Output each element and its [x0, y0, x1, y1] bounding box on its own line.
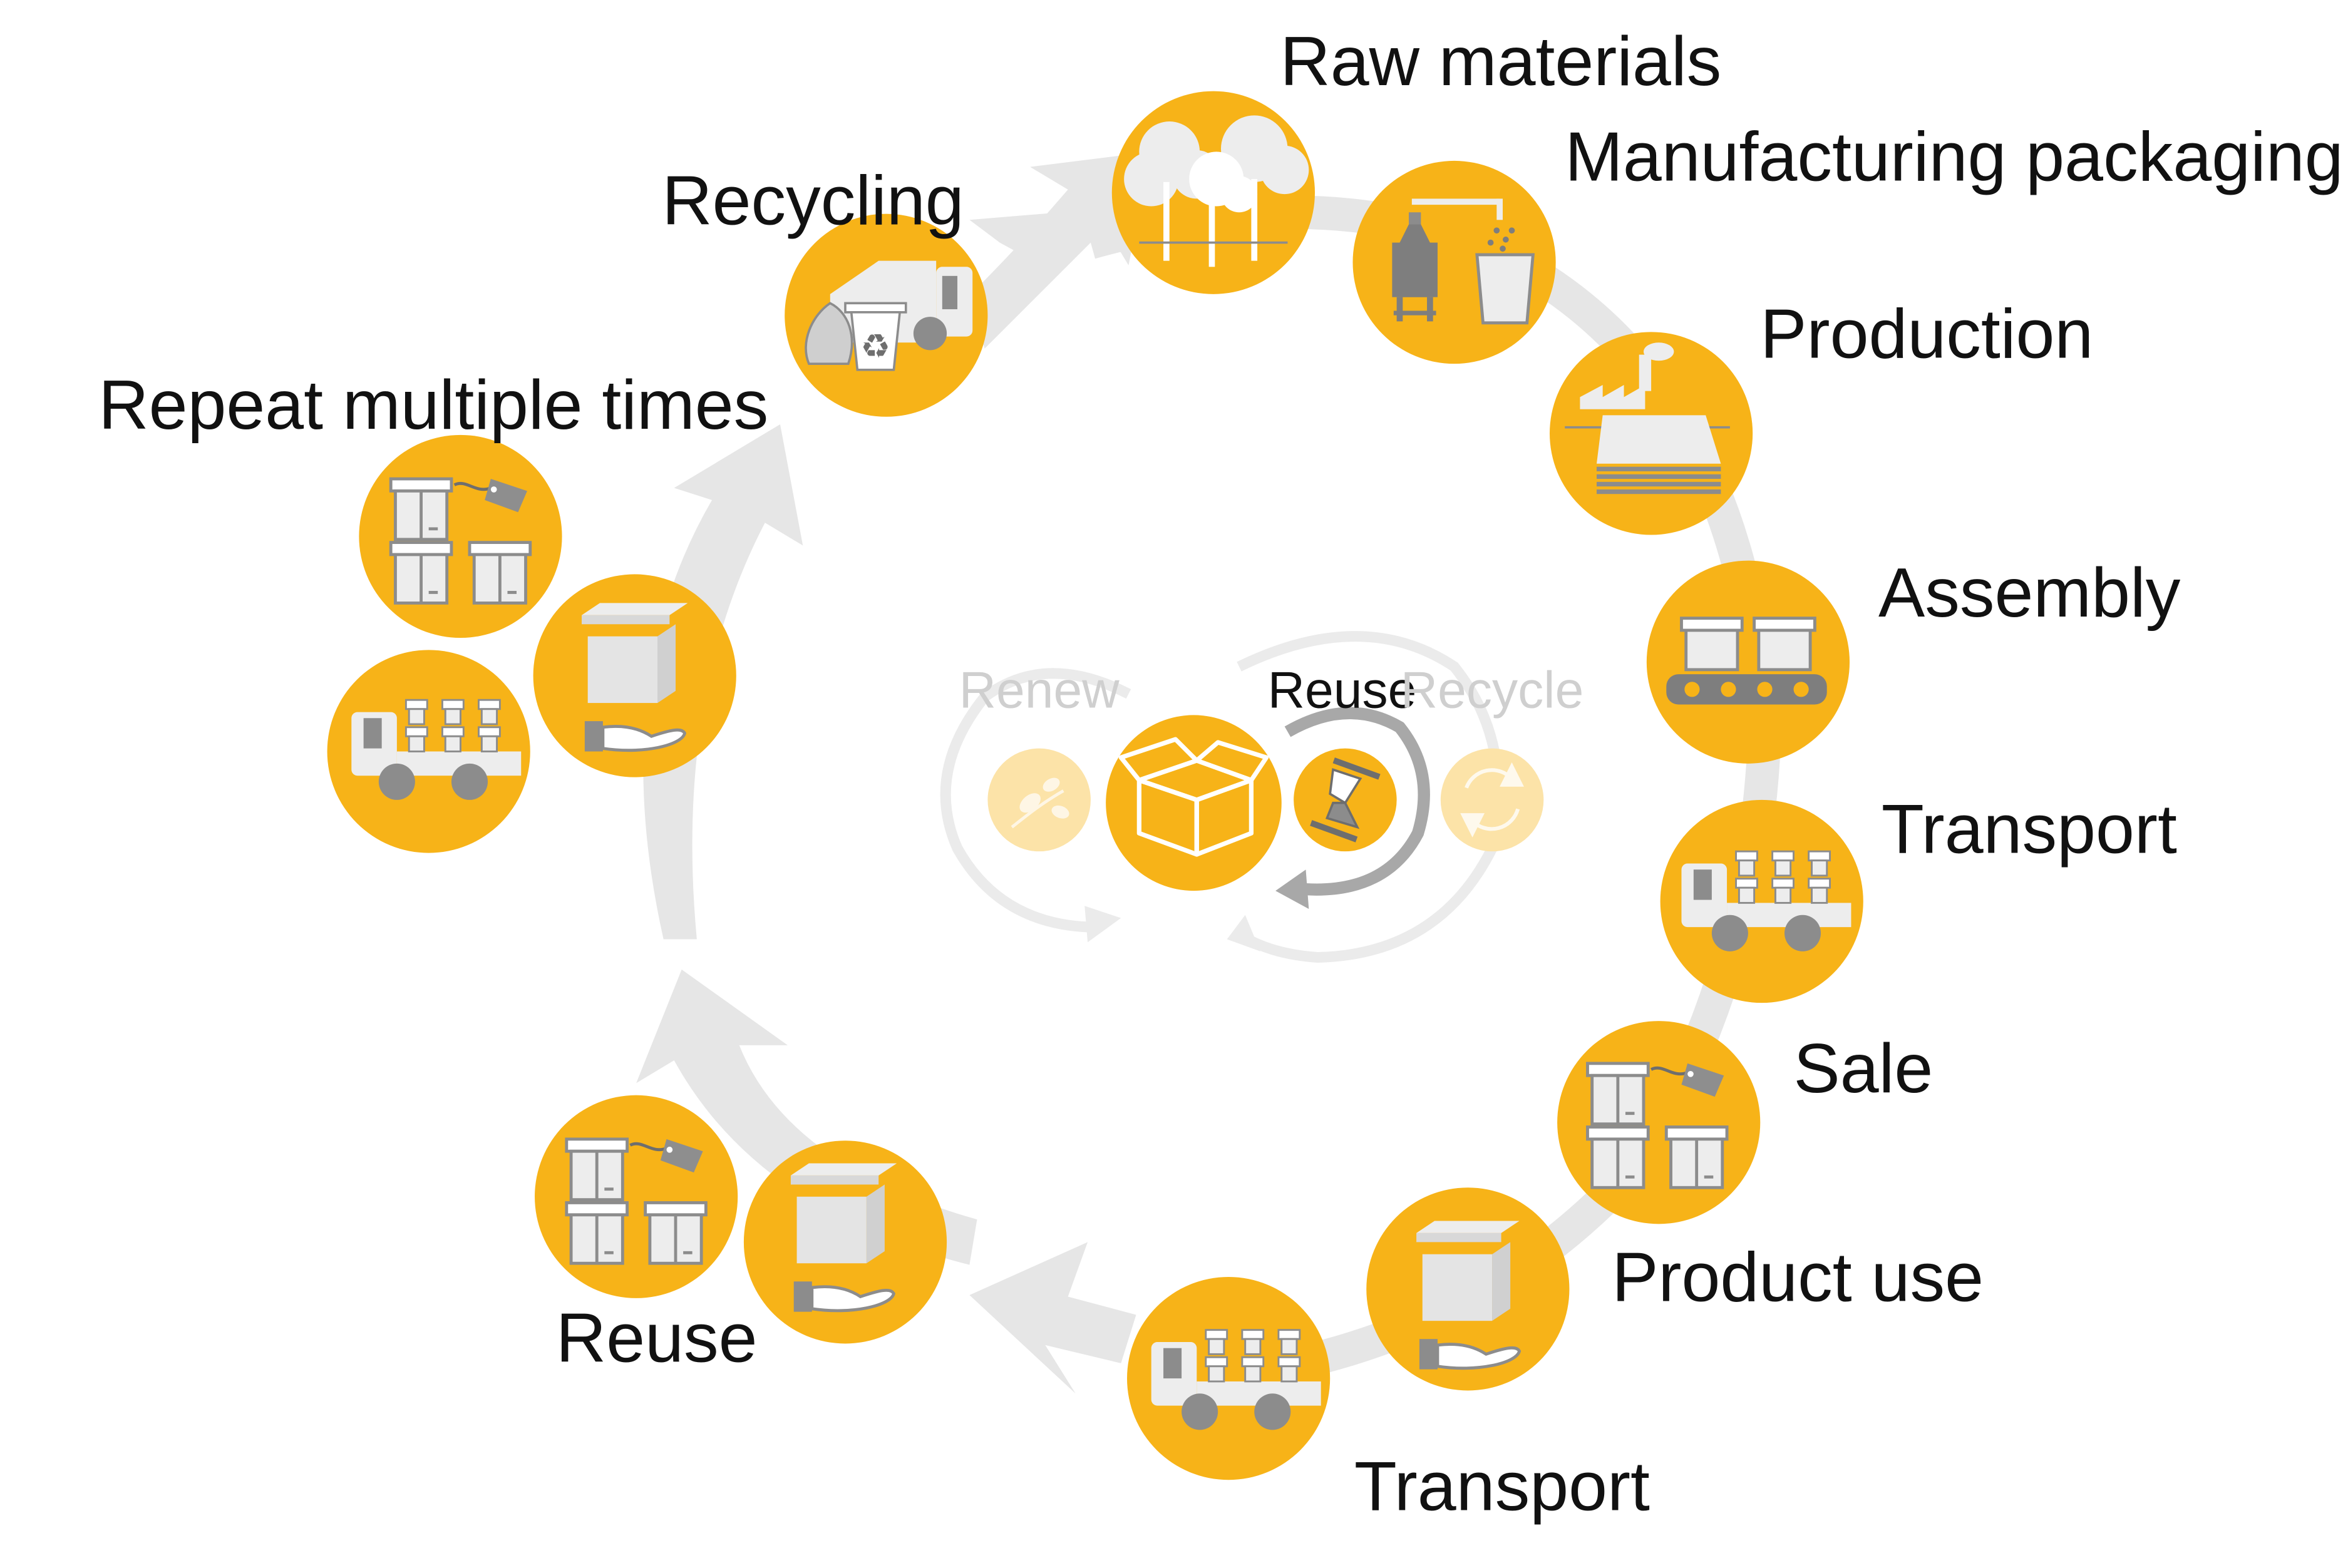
factory-sheets-icon [1565, 342, 1730, 494]
center-label-renew: Renew [959, 662, 1120, 719]
hand-box-icon [582, 603, 688, 752]
stage-label-transport: Transport [1882, 790, 2177, 868]
stage-label-recycling: Recycling [662, 161, 964, 240]
renew-loop-arrow [940, 668, 1131, 933]
stage-label-assembly: Assembly [1878, 553, 2181, 632]
recycle-arrows-icon [1460, 762, 1524, 838]
stage-label-production: Production [1760, 294, 2093, 372]
stage-label-reuse: Reuse [556, 1298, 758, 1376]
stage-assembly [1646, 560, 1850, 764]
stage-label-product-use: Product use [1612, 1238, 1984, 1316]
stage-label-manufacturing-packaging: Manufacturing packaging [1565, 117, 2343, 195]
left-loop-arrow [643, 424, 803, 940]
center-cluster: Renew Reuse Recycle [940, 631, 1584, 963]
top-arc-arrow [969, 151, 1151, 349]
stage-label-transport-return: Transport [1354, 1447, 1650, 1525]
center-label-recycle: Recycle [1401, 662, 1584, 719]
leaf-icon [1011, 777, 1069, 829]
stage-label-repeat: Repeat multiple times [98, 366, 768, 444]
stage-transport [1660, 799, 1863, 1003]
center-label-reuse: Reuse [1268, 662, 1417, 719]
conveyor-belt-icon [1666, 617, 1827, 705]
stage-reuse [535, 1095, 947, 1344]
stage-manufacturing-packaging [1352, 160, 1556, 364]
stage-repeat [327, 434, 736, 853]
stage-raw-materials [1111, 91, 1315, 294]
hand-box-icon [790, 1163, 897, 1313]
hourglass-icon [1310, 757, 1381, 843]
stage-production [1550, 332, 1753, 535]
recycle-icon: ♻ [860, 327, 890, 366]
truck-icon [1681, 850, 1851, 951]
stage-label-sale: Sale [1794, 1029, 1933, 1107]
trees-icon [1124, 115, 1309, 267]
recycle-circle [1440, 748, 1544, 852]
hand-box-icon [1416, 1221, 1522, 1370]
silo-container-icon [1392, 198, 1535, 325]
garbage-truck-icon: ♻ [805, 260, 973, 371]
stage-transport-return [1127, 1277, 1331, 1480]
stage-label-raw-materials: Raw materials [1280, 22, 1721, 100]
reuse-loop-arrow [1284, 707, 1430, 896]
top-left-arrow [969, 212, 1061, 261]
stage-product-use [1366, 1187, 1570, 1391]
truck-icon [351, 699, 522, 800]
core-circle [1106, 715, 1282, 891]
stage-sale [1557, 1021, 1761, 1224]
return-arrow-bottom [969, 1242, 1136, 1394]
open-box-icon [1118, 737, 1269, 857]
truck-icon [1151, 1329, 1321, 1430]
stage-recycling: ♻ [785, 213, 988, 417]
